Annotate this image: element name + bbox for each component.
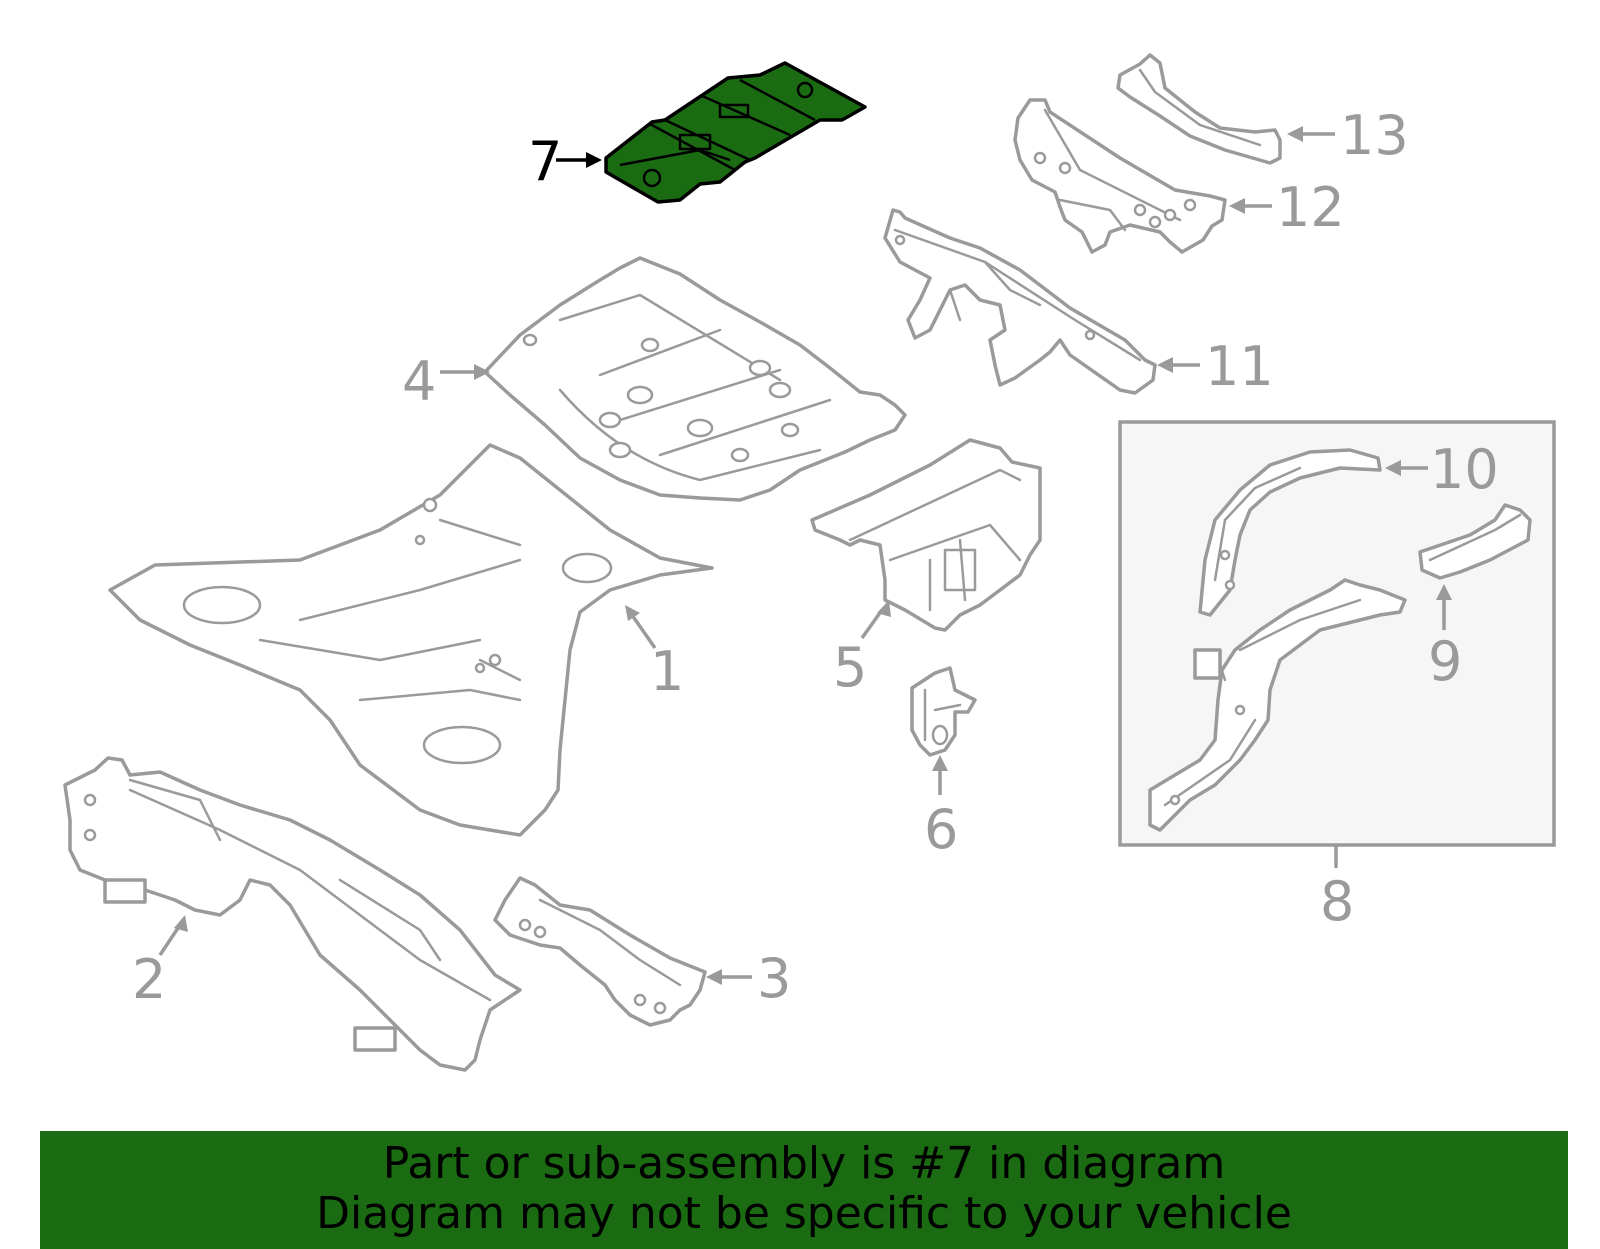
- callout-number-2: 2: [132, 948, 166, 1011]
- callout-number-13: 13: [1340, 104, 1409, 167]
- part-2[interactable]: [63, 756, 522, 1072]
- callout-7: 7: [528, 130, 602, 193]
- banner-line-1: Part or sub-assembly is #7 in diagram: [382, 1138, 1226, 1189]
- part-13[interactable]: [1116, 53, 1282, 165]
- callout-number-7: 7: [528, 130, 562, 193]
- callout-number-4: 4: [402, 350, 436, 413]
- callout-number-12: 12: [1276, 176, 1345, 239]
- part-10[interactable]: [1198, 448, 1382, 617]
- part-4[interactable]: [483, 256, 907, 502]
- callout-9: 9: [1428, 584, 1462, 693]
- callout-number-9: 9: [1428, 630, 1462, 693]
- part-7-highlighted[interactable]: [604, 61, 867, 204]
- callout-11: 11: [1157, 335, 1274, 398]
- part-1[interactable]: [108, 443, 714, 837]
- callout-1: 1: [625, 605, 684, 703]
- callout-number-6: 6: [924, 798, 958, 861]
- callout-13: 13: [1287, 104, 1409, 167]
- callout-6: 6: [924, 755, 958, 861]
- part-3[interactable]: [493, 876, 707, 1027]
- callout-number-3: 3: [757, 947, 791, 1010]
- callout-number-1: 1: [650, 640, 684, 703]
- part-9[interactable]: [1418, 503, 1532, 580]
- callout-3: 3: [706, 947, 791, 1010]
- callout-12: 12: [1229, 176, 1345, 239]
- info-banner: Part or sub-assembly is #7 in diagram Di…: [40, 1131, 1568, 1249]
- part-12[interactable]: [1013, 98, 1227, 254]
- callout-number-10: 10: [1430, 438, 1499, 501]
- part-11[interactable]: [883, 208, 1157, 395]
- banner-line-2: Diagram may not be specific to your vehi…: [316, 1188, 1292, 1239]
- part-8[interactable]: [1148, 578, 1407, 832]
- callout-10: 10: [1385, 438, 1499, 501]
- callout-number-8: 8: [1320, 870, 1354, 933]
- callout-number-5: 5: [833, 636, 867, 699]
- callout-5: 5: [833, 600, 891, 699]
- part-5[interactable]: [810, 438, 1042, 632]
- part-6[interactable]: [910, 666, 977, 757]
- callout-2: 2: [132, 915, 188, 1011]
- callout-8: 8: [1320, 845, 1354, 933]
- callout-number-11: 11: [1205, 335, 1274, 398]
- callout-4: 4: [402, 350, 490, 413]
